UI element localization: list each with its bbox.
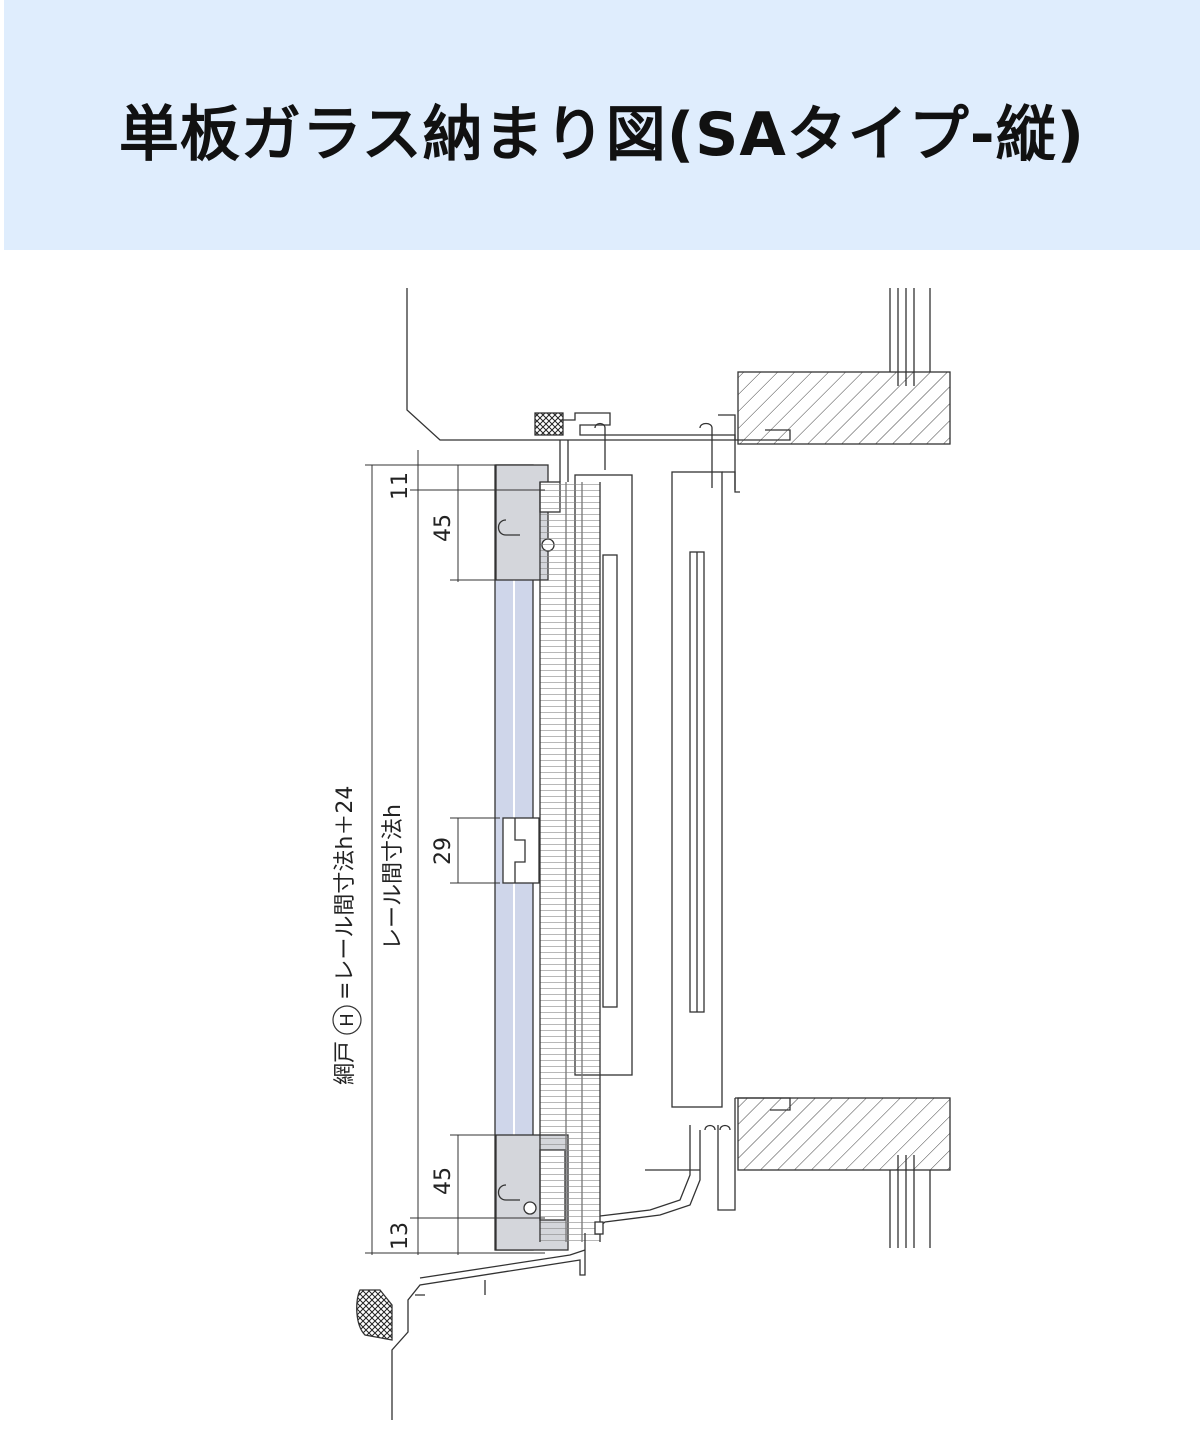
bottom-seal-block (356, 1289, 393, 1341)
svg-text:網戸: 網戸 (333, 1041, 358, 1085)
outer-sash-frame (671, 471, 723, 1108)
page-title: 単板ガラス納まり図(SAタイプ-縦) (118, 99, 1086, 170)
dim-middle-bar: 29 (431, 837, 456, 865)
dim-top-frame: 45 (431, 514, 456, 542)
top-seal-block (534, 412, 564, 436)
inner-glass (602, 554, 618, 1008)
dim-bottom-gap: 13 (388, 1222, 413, 1250)
top-right-wall (737, 371, 951, 445)
dim-top-gap: 11 (388, 472, 413, 500)
screen-height-circle: H (337, 1013, 358, 1027)
middle-bar (502, 817, 540, 884)
screen-height-prefix: 網戸 (333, 1041, 358, 1085)
dim-bottom-frame: 45 (431, 1167, 456, 1195)
upper-wall-outline (406, 288, 560, 441)
h-circle (332, 1005, 362, 1035)
top-rail (560, 412, 736, 490)
bottom-right-wall (737, 1097, 951, 1171)
title-banner: 単板ガラス納まり図(SAタイプ-縦) (4, 0, 1200, 250)
screen-height-formula: =レール間寸法h＋24 (333, 786, 358, 1000)
screen-mesh (540, 482, 600, 1242)
cross-section-diagram: 網戸 H =レール間寸法h＋24 レール間寸法h 11 45 29 45 13 (0, 250, 1200, 1450)
rail-distance-label: レール間寸法h (381, 804, 406, 950)
